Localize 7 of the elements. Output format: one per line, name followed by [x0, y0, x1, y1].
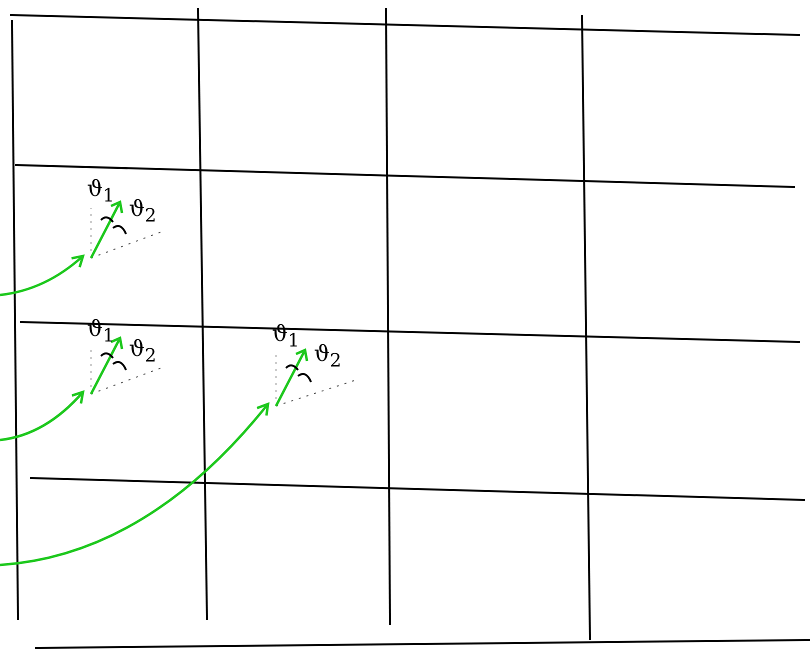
angle-label: ϑ$_{2}$ — [129, 338, 156, 368]
arrow — [0, 254, 84, 296]
angle-label: ϑ$_{1}$ — [87, 178, 114, 208]
arrow — [0, 402, 270, 566]
angle-label: ϑ$_{2}$ — [129, 198, 156, 228]
arrow — [0, 390, 84, 442]
angle-label: ϑ$_{2}$ — [314, 343, 342, 374]
